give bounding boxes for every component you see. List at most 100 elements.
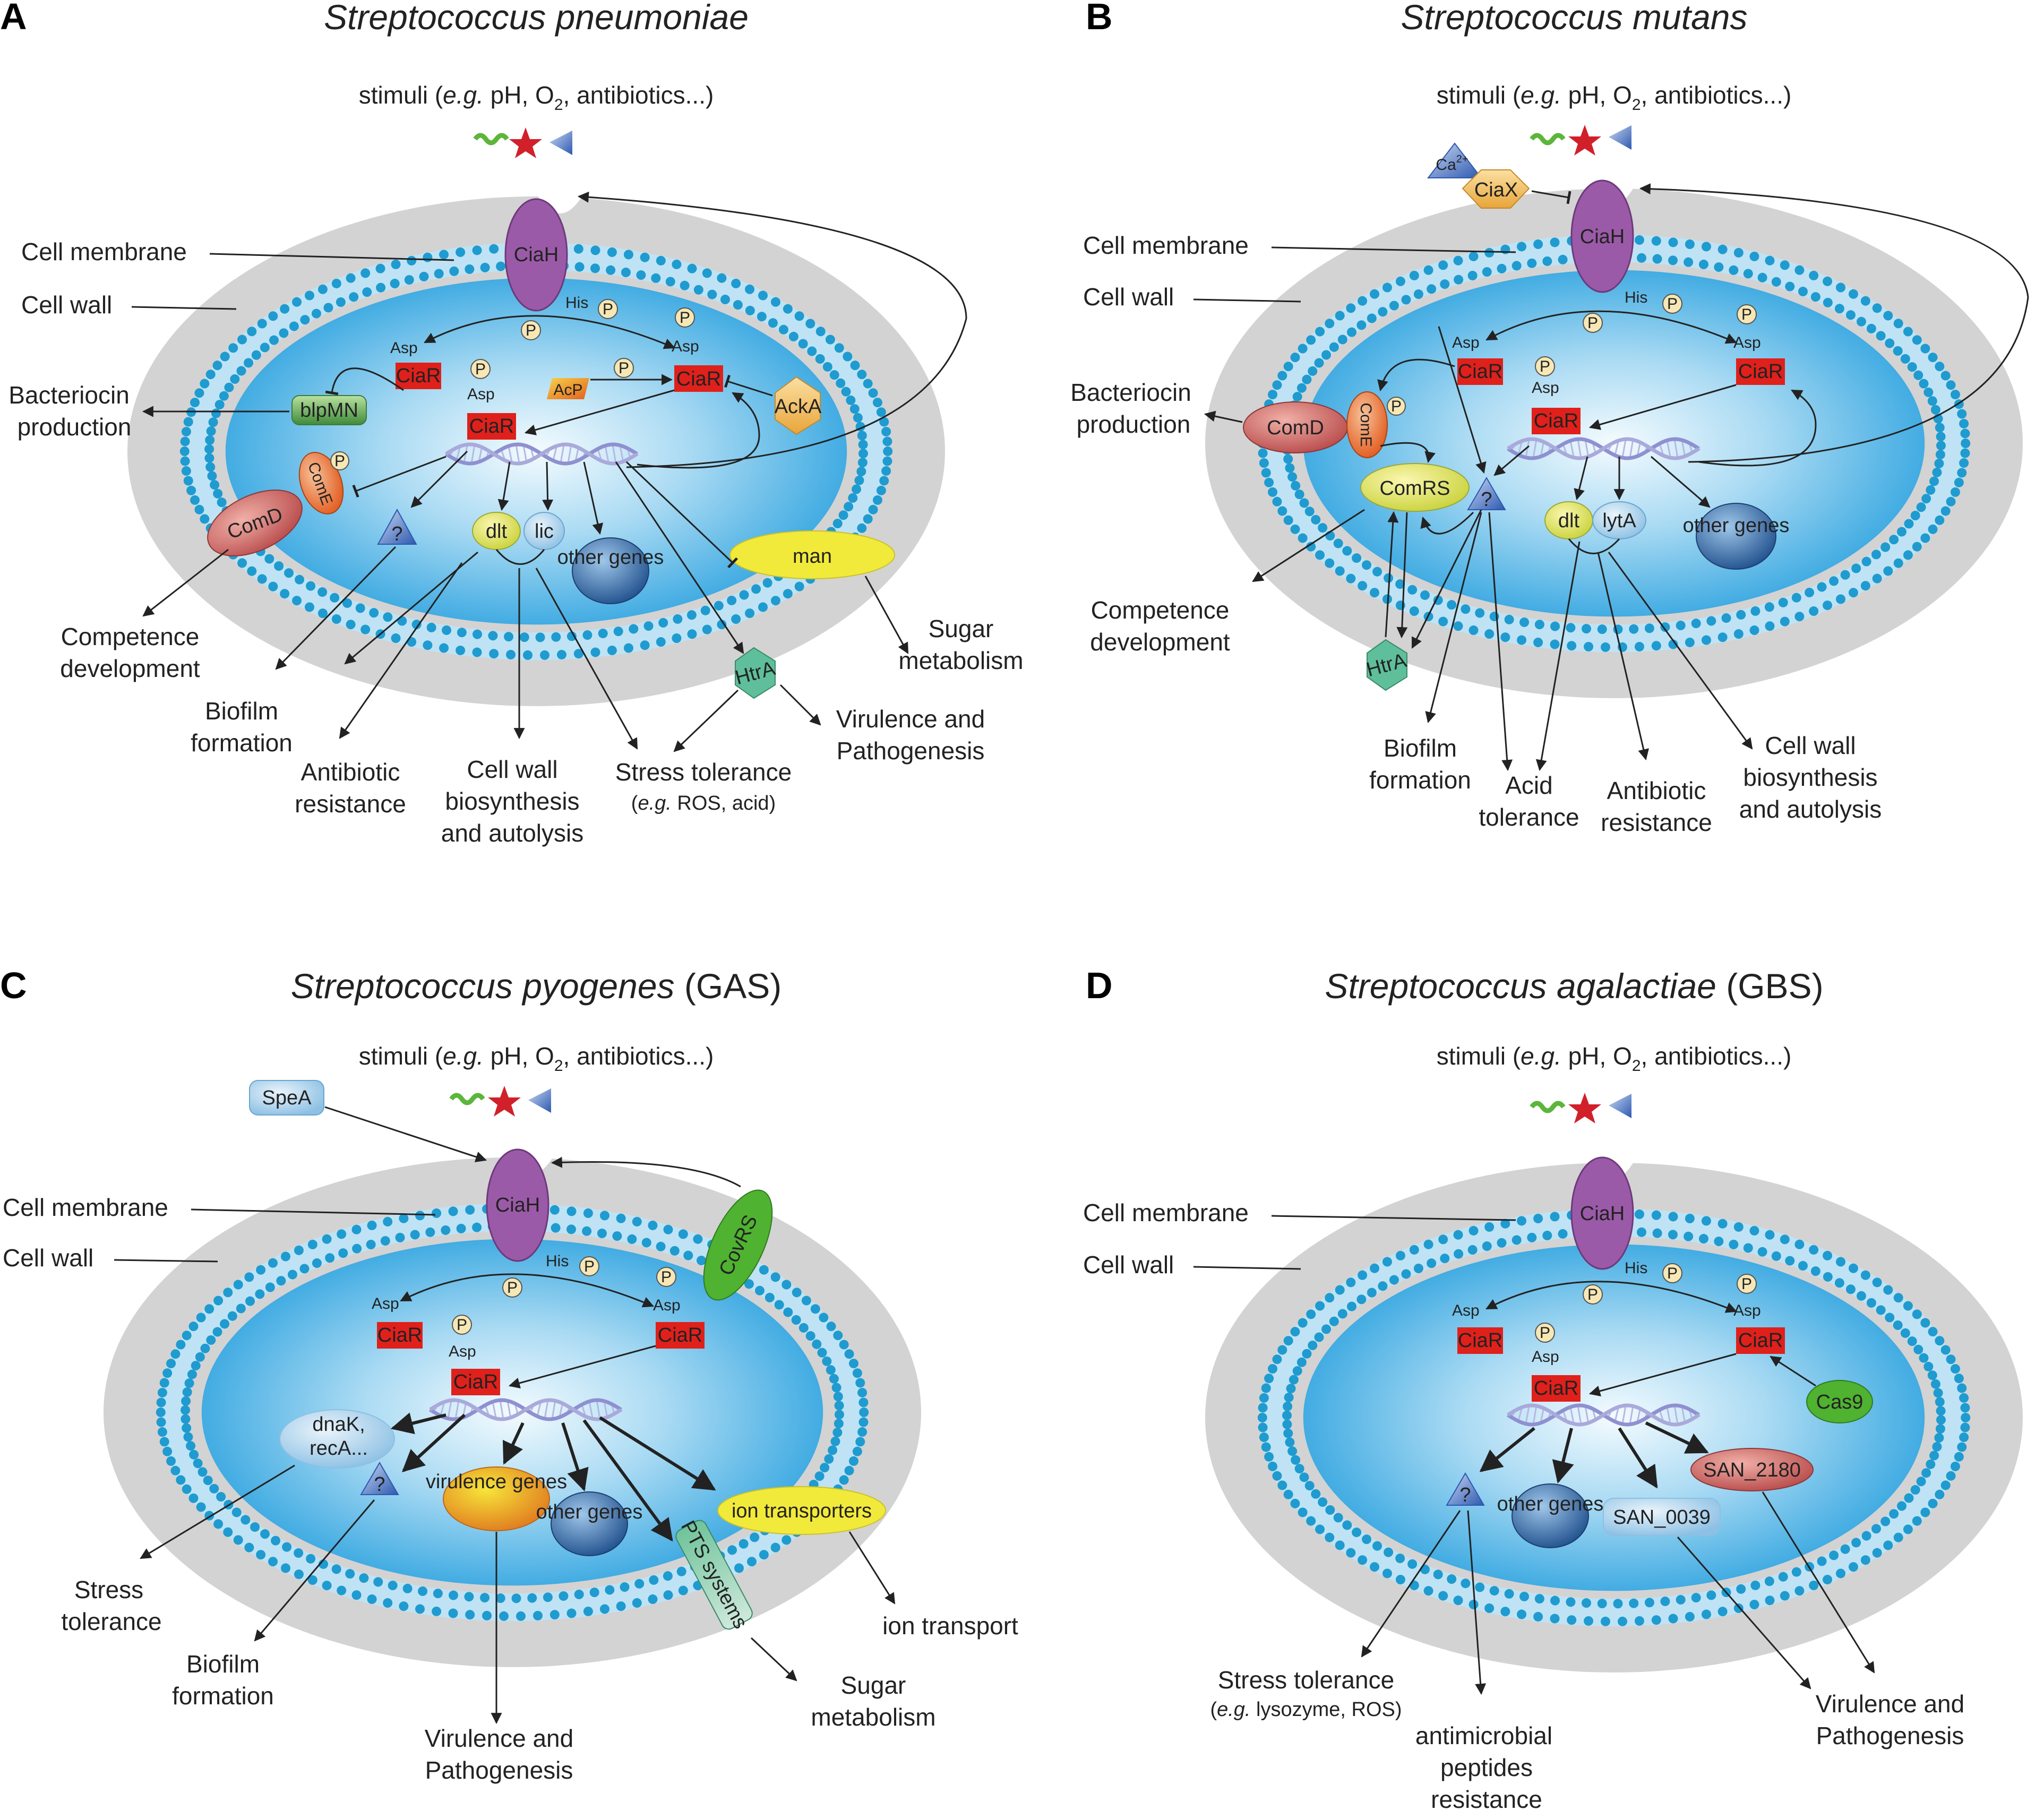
lipid-head [205, 370, 216, 380]
lipid-head [566, 1224, 576, 1234]
lipid-head [1584, 641, 1594, 651]
lipid-head [1566, 623, 1576, 633]
lipid-head [839, 1475, 849, 1485]
lipid-head [1367, 313, 1377, 323]
lipid-head [1283, 1336, 1293, 1346]
lipid-head [702, 624, 712, 634]
lipid-head [1346, 1548, 1356, 1558]
lipid-head [231, 1507, 242, 1517]
lipid-head [1258, 1403, 1268, 1413]
lipid-head [549, 1205, 560, 1215]
output-biofilm: Biofilm [186, 1650, 260, 1678]
lipid-head [1934, 1433, 1944, 1443]
lipid-head [805, 1331, 815, 1341]
lipid-head [1823, 600, 1833, 611]
output-virulence: Virulence and [425, 1724, 573, 1752]
lipid-head [1318, 1497, 1328, 1507]
lipid-head [1928, 353, 1938, 363]
lipid-head [1805, 587, 1815, 597]
lipid-head [404, 275, 414, 285]
stimuli-label-d: stimuli (e.g. pH, O2, antibiotics...) [1437, 1042, 1792, 1075]
lipid-head [1395, 1250, 1405, 1260]
lipid-head [317, 587, 328, 597]
lipid-head [511, 1593, 521, 1603]
ciaR-label: CiaR [1534, 1377, 1578, 1400]
dna-rung [560, 444, 565, 464]
lipid-head [473, 629, 483, 639]
ciaH-sensor [486, 1148, 549, 1262]
stimuli-label-a: stimuli (e.g. pH, O2, antibiotics...) [359, 81, 714, 114]
lipid-head [1829, 1550, 1839, 1560]
dna-rung [1517, 1409, 1523, 1421]
triangle-icon [1609, 1094, 1631, 1118]
lipid-head [426, 622, 436, 632]
lipid-head [1764, 602, 1774, 612]
ciaR-label: CiaR [1738, 361, 1783, 383]
lipid-head [1717, 244, 1728, 254]
lipid-head [731, 278, 741, 288]
lipid-head [1714, 1237, 1724, 1247]
lipid-head [623, 643, 633, 653]
asp-label: Asp [1532, 1348, 1559, 1366]
activation-arrow [542, 461, 554, 511]
lipid-head [369, 608, 379, 618]
lipid-head [687, 263, 697, 273]
lipid-head [1352, 1528, 1362, 1538]
lipid-head [1438, 1591, 1448, 1601]
inhibition-line [332, 367, 404, 393]
lipid-head [193, 1458, 203, 1469]
lipid-head [881, 426, 891, 436]
lipid-head [751, 584, 761, 594]
lipid-head [1872, 303, 1882, 313]
lipid-head [1927, 1370, 1937, 1380]
dna-rung [492, 1401, 497, 1418]
lipid-head [268, 311, 278, 321]
lipid-head [1325, 558, 1335, 568]
output-arrow [848, 1531, 896, 1605]
lipid-head [1903, 1301, 1913, 1311]
lipid-head [224, 382, 234, 392]
lipid-head [322, 1234, 332, 1244]
lipid-head [1851, 563, 1861, 573]
output-arrow [1488, 512, 1513, 771]
lipid-head [325, 1253, 335, 1263]
lipid-head [1423, 1239, 1433, 1249]
lipid-head [1597, 1599, 1607, 1609]
lipid-head [858, 1417, 869, 1427]
lipid-head [1940, 1345, 1951, 1355]
output-bacteriocin: production [18, 413, 132, 441]
lipid-head [183, 417, 193, 427]
dna-rung [1584, 1406, 1590, 1424]
lipid-head [1277, 371, 1287, 381]
phosphate-label: P [1391, 398, 1402, 415]
lipid-head [1836, 1568, 1846, 1578]
comE-node [298, 452, 344, 514]
lipid-head [1534, 620, 1544, 630]
dna-rung [1525, 1406, 1530, 1424]
lipid-head [399, 1601, 409, 1611]
lipid-head [1928, 524, 1938, 534]
lipid-head [519, 632, 529, 642]
lipid-head [1550, 639, 1560, 649]
lipid-head [843, 351, 853, 362]
lipid-head [649, 1575, 659, 1585]
lipid-head [1467, 1245, 1478, 1255]
lipid-head [612, 1231, 622, 1241]
lipid-head [337, 1229, 347, 1239]
dna-rung [506, 1401, 512, 1419]
lipid-head [1923, 387, 1934, 397]
lipid-head [1291, 1455, 1301, 1465]
output-sugar: metabolism [811, 1703, 935, 1731]
feedback-arrow [1639, 183, 2029, 463]
lipid-head [1910, 1485, 1920, 1495]
lipid-head [839, 1340, 849, 1350]
output-acid: Acid [1505, 771, 1552, 799]
lipid-head [738, 1539, 749, 1549]
lipid-head [1427, 1258, 1437, 1268]
lipid-head [1809, 1581, 1819, 1591]
ciaH-label: CiaH [514, 244, 559, 266]
lipid-head [841, 387, 851, 397]
lipid-head [1848, 588, 1858, 598]
lipid-head [1299, 498, 1309, 508]
asp-label: Asp [1733, 1302, 1761, 1319]
